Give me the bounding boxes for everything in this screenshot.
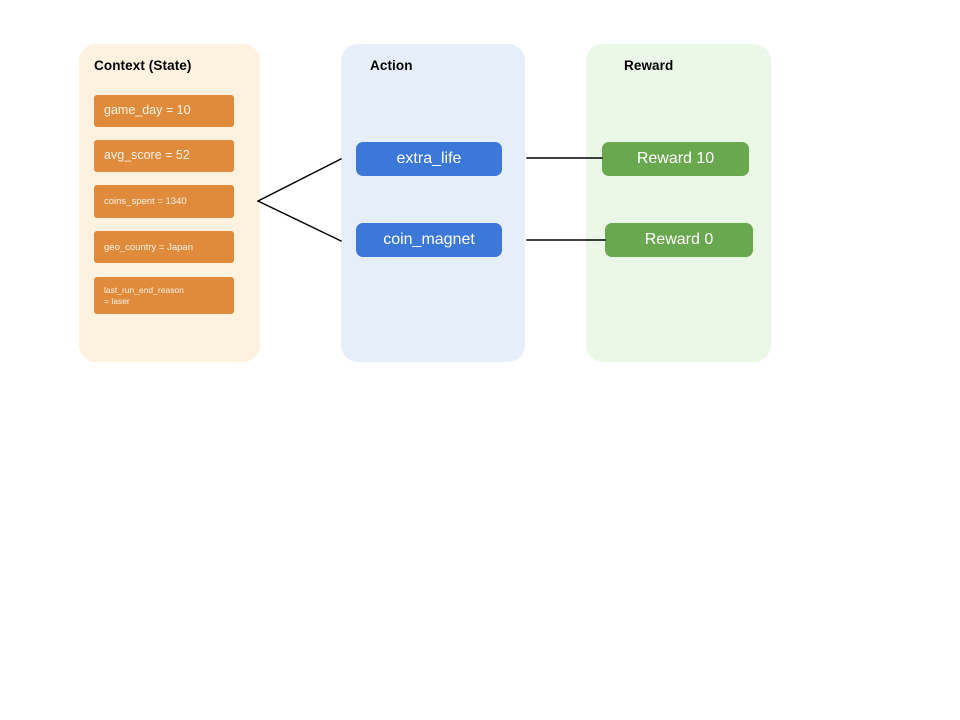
reward-panel (586, 44, 771, 362)
reward-chip-label: Reward 0 (644, 231, 714, 248)
action-chip-extra-life[interactable]: extra_life (356, 142, 502, 176)
context-chip-game-day[interactable]: game_day = 10 (94, 95, 234, 127)
context-chip-geo-country[interactable]: geo_country = Japan (94, 231, 234, 263)
action-chip-label: extra_life (396, 150, 462, 167)
reward-chip-reward-10[interactable]: Reward 10 (602, 142, 749, 176)
context-chip-label: geo_country = Japan (104, 241, 193, 253)
reward-chip-label: Reward 10 (636, 150, 715, 167)
action-chip-coin-magnet[interactable]: coin_magnet (356, 223, 502, 257)
context-chip-avg-score[interactable]: avg_score = 52 (94, 140, 234, 172)
action-panel-title: Action (370, 58, 413, 73)
action-chip-label: coin_magnet (383, 231, 475, 248)
connector-context-to-extra-life (257, 158, 342, 202)
context-panel-title: Context (State) (94, 58, 192, 73)
context-chip-label: game_day = 10 (104, 103, 191, 118)
reward-panel-title: Reward (624, 58, 674, 73)
context-chip-label: coins_spent = 1340 (104, 196, 187, 207)
connector-context-to-coin-magnet (257, 200, 342, 242)
context-chip-label: avg_score = 52 (104, 148, 190, 163)
action-panel (341, 44, 525, 362)
context-chip-label: last_run_end_reason = laser (104, 285, 184, 306)
reward-chip-reward-0[interactable]: Reward 0 (605, 223, 753, 257)
context-chip-last-run-end-reason[interactable]: last_run_end_reason = laser (94, 277, 234, 314)
context-chip-coins-spent[interactable]: coins_spent = 1340 (94, 185, 234, 218)
